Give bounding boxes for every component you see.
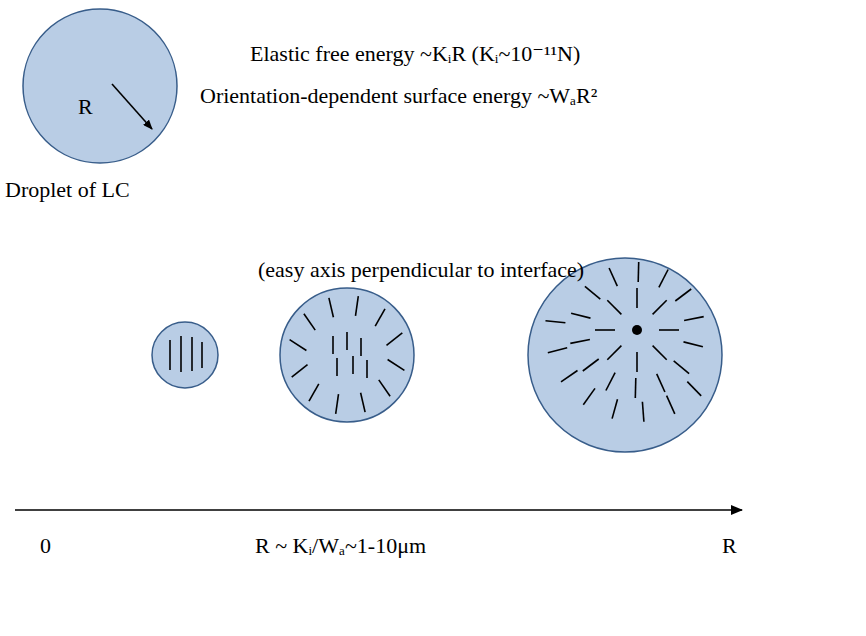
- elastic-energy-note: Elastic free energy ~KᵢR (Kᵢ~10⁻¹¹N): [250, 42, 580, 66]
- radius-label: R: [78, 96, 93, 118]
- characteristic-size: R ~ Kᵢ/Wₐ~1-10μm: [255, 534, 426, 558]
- axis-origin: 0: [40, 534, 51, 558]
- droplet-circle: R: [22, 8, 178, 164]
- droplet-caption: Droplet of LC: [5, 178, 130, 202]
- large-droplet: [528, 258, 722, 452]
- axis-label: R: [722, 534, 737, 558]
- medium-droplet: [280, 288, 414, 422]
- small-droplet: [152, 322, 218, 388]
- point-defect: [632, 325, 642, 335]
- size-axis: [15, 509, 742, 511]
- director-strokes: [170, 262, 704, 422]
- surface-energy-note: Orientation-dependent surface energy ~Wₐ…: [200, 84, 597, 108]
- droplet-outline: [22, 8, 178, 164]
- easy-axis-note: (easy axis perpendicular to interface): [258, 258, 584, 282]
